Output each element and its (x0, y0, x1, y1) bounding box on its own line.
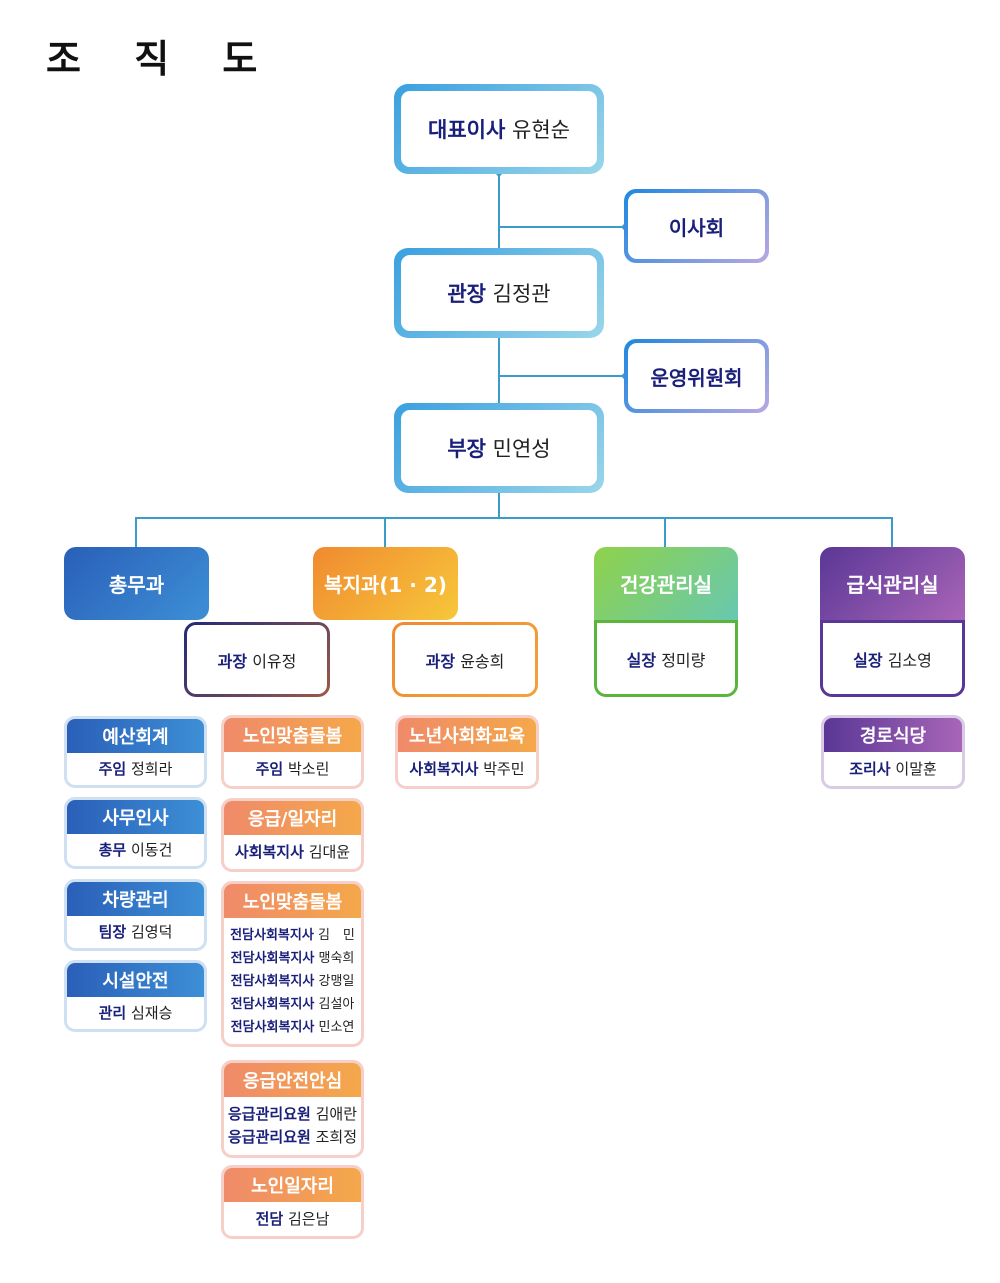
chief-role: 실장 (853, 650, 883, 670)
unit-title: 노년사회화교육 (398, 718, 536, 752)
chief-role: 실장 (626, 650, 657, 670)
member-role: 전담사회복지사 (230, 950, 315, 966)
unit-card: 예산회계 주임 정희라 (64, 716, 207, 788)
chief-name: 정미량 (661, 650, 706, 670)
unit-title: 사무인사 (67, 800, 204, 834)
connector-line (498, 336, 500, 408)
member-name: 조희정 (315, 1128, 357, 1146)
member-role: 주임 (255, 759, 284, 778)
chief-name: 김소영 (887, 650, 932, 670)
member-name: 김애란 (315, 1105, 357, 1123)
member-role: 전담사회복지사 (230, 996, 315, 1012)
member-name: 김은남 (287, 1209, 330, 1228)
director-role: 관장 (447, 282, 486, 306)
unit-title: 응급/일자리 (224, 801, 361, 835)
member-role: 전담사회복지사 (230, 973, 315, 989)
dept-general: 총무과 (64, 547, 209, 620)
connector-line (891, 517, 893, 549)
unit-title: 노인맞춤돌봄 (224, 718, 361, 752)
dept-welfare: 복지과(1 · 2) (313, 547, 458, 620)
member-name: 박소린 (287, 759, 330, 778)
connector-line (498, 490, 500, 518)
member-role: 사회복지사 (409, 759, 479, 778)
member-role: 관리 (98, 1003, 127, 1022)
unit-card: 사무인사 총무 이동건 (64, 797, 207, 869)
dept-health: 건강관리실 (594, 547, 738, 620)
member-name: 강맹일 (318, 973, 355, 989)
unit-card: 차량관리 팀장 김영덕 (64, 879, 207, 951)
connector-line (498, 375, 626, 377)
member-name: 정희라 (130, 759, 173, 778)
unit-card: 노년사회화교육 사회복지사 박주민 (395, 715, 539, 789)
member-role: 응급관리요원 (228, 1105, 311, 1123)
unit-title: 차량관리 (67, 882, 204, 916)
member-role: 총무 (98, 840, 127, 859)
committee-box: 운영위원회 (624, 339, 769, 413)
unit-card: 경로식당 조리사 이말훈 (821, 715, 965, 789)
unit-card: 응급안전안심 응급관리요원 김애란 응급관리요원 조희정 (221, 1060, 364, 1158)
unit-card: 시설안전 관리 심재승 (64, 960, 207, 1032)
connector-line (384, 517, 386, 549)
ceo-box: 대표이사 유현순 (394, 84, 604, 174)
member-role: 응급관리요원 (228, 1128, 311, 1146)
connector-line (135, 517, 137, 549)
connector-line (664, 517, 666, 549)
member-name: 박주민 (483, 759, 525, 778)
member-role: 전담사회복지사 (230, 1019, 315, 1035)
unit-title: 노인일자리 (224, 1168, 361, 1202)
connector-line (135, 517, 893, 519)
unit-title: 예산회계 (67, 719, 204, 753)
connector-line (498, 226, 626, 228)
chief-name: 윤송희 (460, 651, 505, 671)
unit-card: 응급/일자리 사회복지사 김대윤 (221, 798, 364, 872)
member-role: 사회복지사 (234, 842, 304, 861)
member-name: 김대윤 (308, 842, 351, 861)
connector-line (498, 172, 500, 252)
welfare-chief-1: 과장 이유정 (184, 622, 330, 697)
member-name: 이동건 (130, 840, 173, 859)
member-role: 주임 (98, 759, 127, 778)
board-label: 이사회 (668, 215, 725, 240)
ceo-role: 대표이사 (428, 118, 506, 142)
dept-food: 급식관리실 (820, 547, 965, 620)
food-chief: 실장 김소영 (820, 620, 965, 697)
board-box: 이사회 (624, 189, 769, 263)
chief-role: 과장 (425, 651, 456, 671)
committee-label: 운영위원회 (650, 365, 743, 390)
member-name: 이말훈 (895, 759, 937, 778)
unit-title: 시설안전 (67, 963, 204, 997)
unit-card: 노인맞춤돌봄 전담사회복지사 김 민 전담사회복지사 맹숙희 전담사회복지사 강… (221, 881, 364, 1047)
welfare-chief-2: 과장 윤송희 (392, 622, 538, 697)
manager-box: 부장 민연성 (394, 403, 604, 493)
member-name: 심재승 (130, 1003, 173, 1022)
health-chief: 실장 정미량 (594, 620, 738, 697)
member-name: 김설아 (318, 996, 355, 1012)
unit-title: 경로식당 (824, 718, 962, 752)
director-box: 관장 김정관 (394, 248, 604, 338)
unit-card: 노인맞춤돌봄 주임 박소린 (221, 715, 364, 789)
member-role: 전담 (255, 1209, 284, 1228)
member-role: 전담사회복지사 (230, 927, 314, 943)
member-name: 김영덕 (130, 922, 173, 941)
member-role: 팀장 (98, 922, 127, 941)
unit-title: 노인맞춤돌봄 (224, 884, 361, 918)
chief-name: 이유정 (252, 651, 297, 671)
manager-name: 민연성 (492, 437, 551, 461)
chief-role: 과장 (217, 651, 248, 671)
member-role: 조리사 (849, 759, 891, 778)
member-name: 김 민 (317, 927, 355, 943)
member-name: 맹숙희 (318, 950, 355, 966)
manager-role: 부장 (447, 437, 486, 461)
unit-card: 노인일자리 전담 김은남 (221, 1165, 364, 1239)
unit-title: 응급안전안심 (224, 1063, 361, 1097)
page-title: 조 직 도 (46, 37, 278, 81)
member-name: 민소연 (318, 1019, 355, 1035)
ceo-name: 유현순 (512, 118, 570, 142)
director-name: 김정관 (492, 282, 551, 306)
